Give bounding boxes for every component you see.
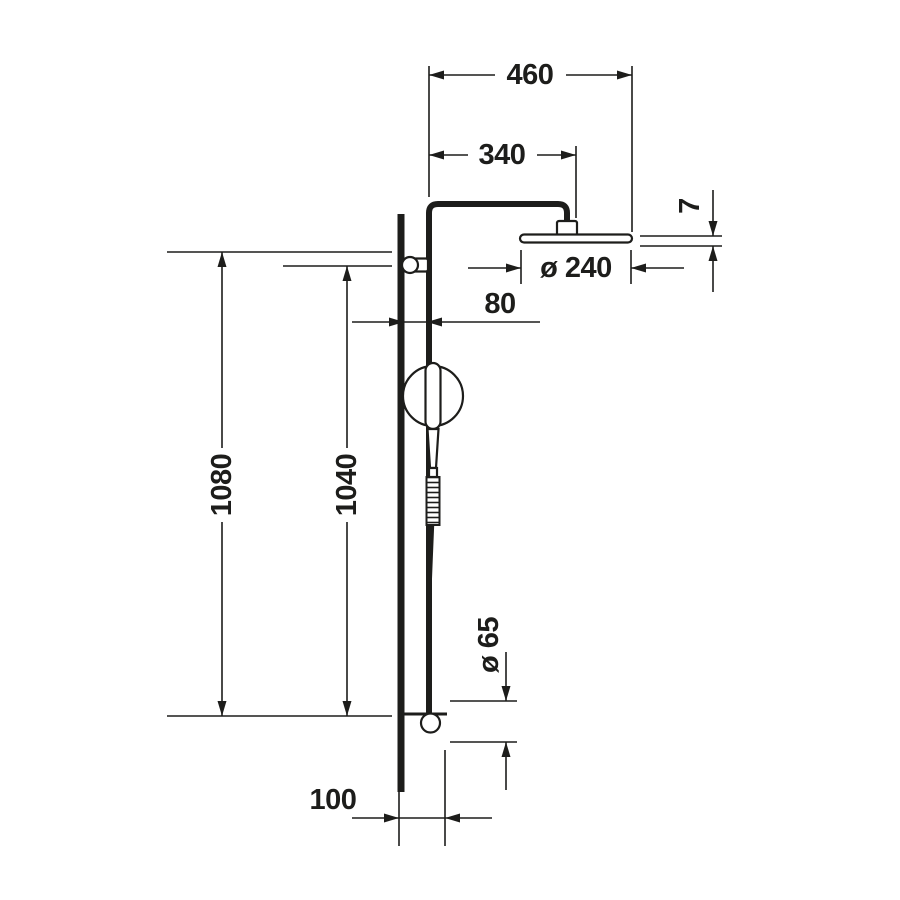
handshower-hose-nut	[427, 466, 439, 479]
arrowhead-down	[501, 686, 511, 701]
dim-overall-height: 1080	[206, 252, 238, 716]
overhead-shower	[518, 233, 634, 244]
arrowhead-right	[506, 263, 521, 273]
arrowhead-left	[429, 70, 444, 80]
arrowhead-left	[445, 813, 460, 823]
arrowhead-up	[217, 252, 227, 267]
arrowhead-up	[708, 246, 718, 261]
dim-label-diameter-240: ø 240	[540, 252, 612, 284]
shower-hose	[427, 524, 435, 713]
arrowhead-right	[561, 150, 576, 160]
dim-total-width: 460	[428, 59, 633, 232]
dim-label-100: 100	[310, 784, 357, 816]
bottom-knob	[419, 712, 442, 734]
arrowhead-down	[217, 701, 227, 716]
arrowhead-right	[617, 70, 632, 80]
dim-handshower-diameter: ø 65	[450, 617, 517, 790]
arrowhead-up	[501, 742, 511, 757]
dim-label-1080: 1080	[206, 454, 238, 517]
arrowhead-right	[384, 813, 399, 823]
dim-bottom-wall-offset: 100	[310, 750, 492, 846]
arrowhead-left	[429, 150, 444, 160]
riser-pipe	[426, 201, 570, 714]
dim-head-thickness: 7	[640, 190, 722, 292]
dim-head-diameter: ø 240	[468, 250, 684, 284]
dim-bar-height: 1040	[331, 266, 363, 716]
dim-label-80: 80	[484, 288, 515, 320]
dim-label-1040: 1040	[331, 454, 363, 517]
dim-label-diameter-65: ø 65	[473, 617, 505, 673]
arrowhead-up	[342, 266, 352, 281]
dim-pipe-wall-offset: 80	[352, 288, 540, 327]
arrowhead-left	[427, 317, 442, 327]
dim-label-7: 7	[674, 198, 706, 214]
arrowhead-right	[389, 317, 404, 327]
dim-label-460: 460	[507, 59, 554, 91]
hose-coil	[425, 476, 441, 526]
shower-fixture	[167, 201, 634, 792]
handshower-handle	[426, 427, 440, 470]
arrowhead-left	[631, 263, 646, 273]
wall-supply-flange	[400, 255, 420, 275]
arrowhead-down	[708, 221, 718, 236]
arrowhead-down	[342, 701, 352, 716]
handshower-holder-clamp	[424, 361, 442, 431]
dim-head-center-offset: 340	[429, 139, 577, 218]
dim-label-340: 340	[479, 139, 526, 171]
